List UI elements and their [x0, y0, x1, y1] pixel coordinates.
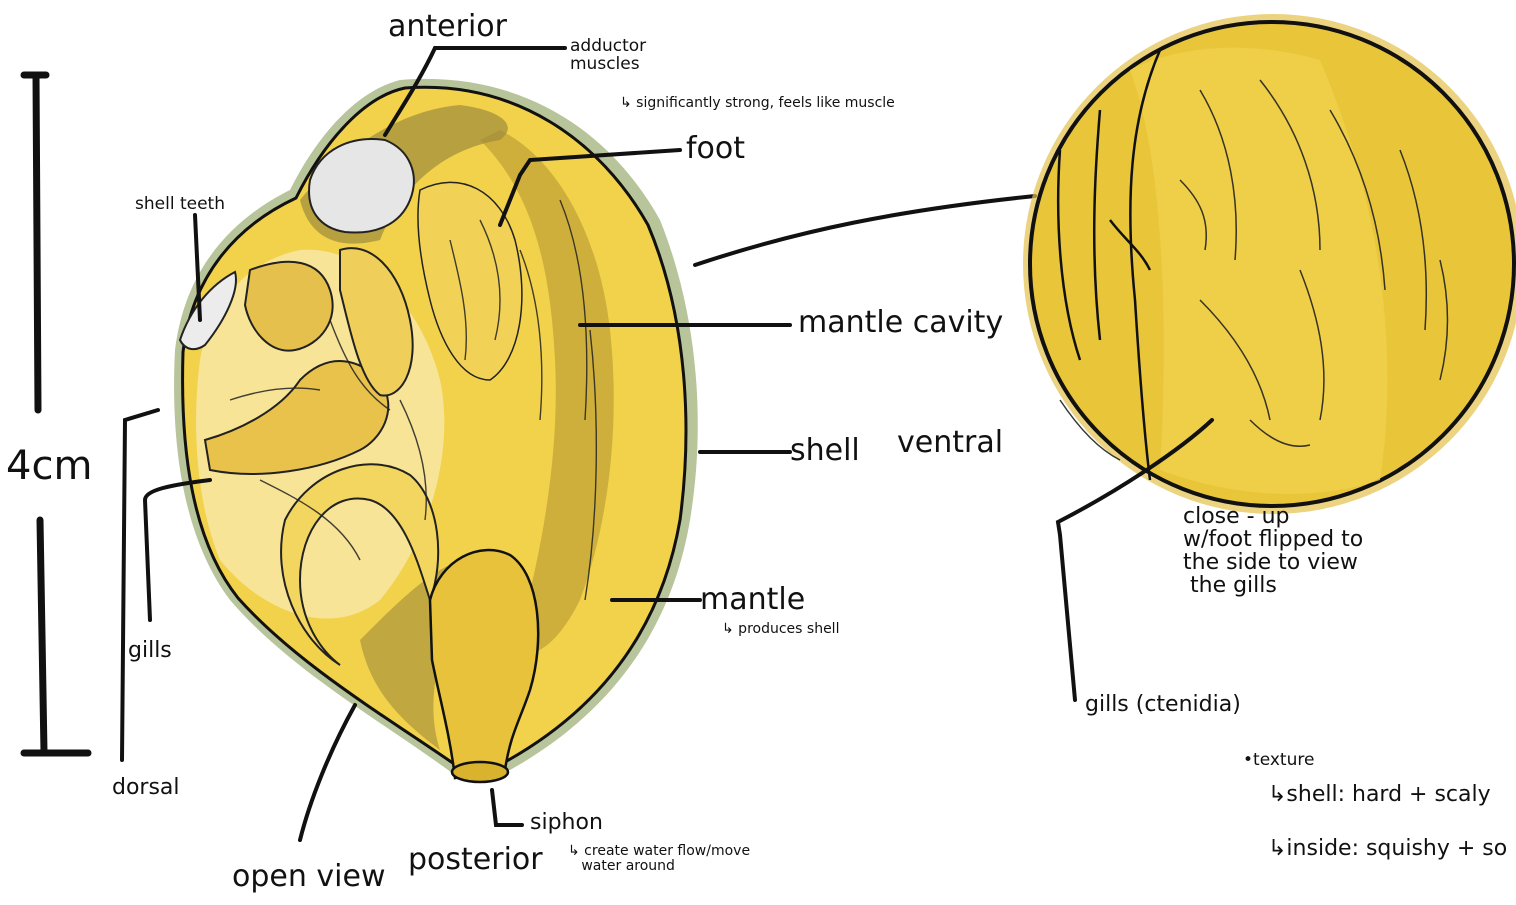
clam-specimen — [174, 79, 698, 782]
label-shell-teeth: shell teeth — [135, 196, 225, 213]
label-texture: •texture — [1243, 752, 1314, 769]
label-mantle-cavity: mantle cavity — [798, 308, 1003, 338]
label-texture-shell: ↳shell: hard + scaly — [1268, 784, 1491, 806]
label-adductor-muscles: adductor muscles — [570, 38, 720, 74]
label-open-view: open view — [232, 862, 386, 892]
label-mantle-note: ↳ produces shell — [722, 622, 839, 636]
label-close-up: close - up w/foot flipped to the side to… — [1183, 505, 1363, 597]
label-scale-4cm: 4cm — [6, 446, 92, 486]
label-foot: foot — [686, 134, 745, 164]
label-mantle: mantle — [700, 585, 805, 615]
label-adductor-note: ↳ significantly strong, feels like muscl… — [620, 96, 895, 110]
label-dorsal: dorsal — [112, 777, 180, 799]
label-gills-ctenidia: gills (ctenidia) — [1085, 694, 1241, 716]
label-siphon: siphon — [530, 812, 603, 834]
label-shell: shell — [790, 436, 860, 466]
label-anterior: anterior — [388, 12, 507, 42]
label-siphon-note: ↳ create water flow/move water around — [568, 844, 750, 873]
label-texture-inside: ↳inside: squishy + so — [1268, 838, 1507, 860]
scale-bar — [24, 75, 88, 753]
label-gills: gills — [128, 640, 172, 662]
label-ventral: ventral — [897, 428, 1003, 458]
label-posterior: posterior — [408, 845, 543, 875]
